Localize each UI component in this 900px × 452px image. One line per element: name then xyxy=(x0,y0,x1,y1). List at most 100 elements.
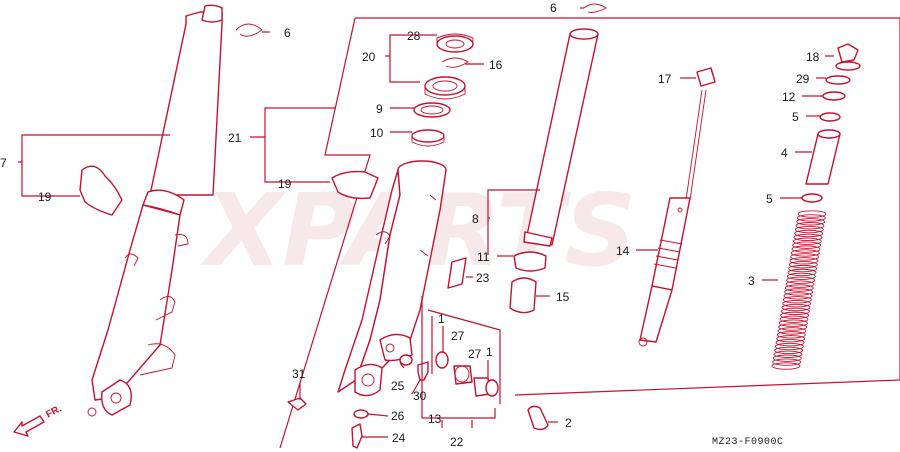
spring-coil xyxy=(773,350,803,358)
callout-25: 25 xyxy=(391,379,405,393)
spring-coil xyxy=(783,292,813,300)
spring-coil xyxy=(772,358,802,366)
spacer-4 xyxy=(805,129,841,185)
callout-1-left: 1 xyxy=(438,312,445,326)
callout-14: 14 xyxy=(616,244,630,258)
spring-coil xyxy=(775,338,805,347)
fork-cover-19-mid xyxy=(331,170,379,200)
spring-coil xyxy=(787,268,817,277)
callout-31: 31 xyxy=(292,367,306,381)
fork-spring-3 xyxy=(771,210,827,370)
axle-collar-group xyxy=(435,351,549,431)
plate-23 xyxy=(447,257,467,289)
spring-coil xyxy=(794,229,824,238)
callout-2: 2 xyxy=(565,416,572,430)
washer-12 xyxy=(822,91,846,101)
spring-coil xyxy=(792,241,822,249)
spring-coil xyxy=(786,272,816,281)
spring-coil xyxy=(779,315,809,323)
callout-10: 10 xyxy=(370,126,384,140)
spring-coil xyxy=(772,354,802,362)
spring-coil xyxy=(771,362,801,370)
callout-29: 29 xyxy=(796,72,810,86)
callout-30: 30 xyxy=(413,389,427,403)
spring-coil xyxy=(776,335,806,343)
callout-6-left: 6 xyxy=(284,26,291,40)
washer-25 xyxy=(399,354,413,366)
circlip-6-left xyxy=(235,23,263,37)
leader-lines xyxy=(18,7,834,438)
spring-coil xyxy=(774,346,804,355)
callout-13: 13 xyxy=(428,412,442,426)
callout-17: 17 xyxy=(658,72,672,86)
seat-5-top xyxy=(819,112,841,122)
bolt-31 xyxy=(287,397,307,411)
spring-coil xyxy=(786,276,816,284)
front-direction-arrow: FR. xyxy=(13,403,64,437)
callout-15: 15 xyxy=(556,290,570,304)
back-up-ring-9 xyxy=(413,102,451,118)
spring-coil xyxy=(790,253,820,261)
callout-19-mid: 19 xyxy=(278,177,292,191)
callout-9: 9 xyxy=(376,102,383,116)
spring-coil xyxy=(792,237,822,245)
callout-11: 11 xyxy=(477,250,490,264)
spring-coil xyxy=(791,245,821,253)
oil-seal-20 xyxy=(424,76,466,100)
callout-6-top: 6 xyxy=(550,1,557,15)
spring-coil xyxy=(778,319,808,327)
callout-16: 16 xyxy=(489,58,503,72)
assembled-fork-left xyxy=(87,4,223,417)
spring-coil xyxy=(781,303,811,312)
spring-coil xyxy=(797,210,827,218)
callout-3: 3 xyxy=(748,274,755,288)
spring-coil xyxy=(774,342,804,351)
nut-17 xyxy=(696,67,716,87)
fork-cover-19-left xyxy=(79,165,123,216)
callout-12: 12 xyxy=(782,90,796,104)
spring-coil xyxy=(776,331,806,339)
callout-1-right: 1 xyxy=(486,345,493,359)
spring-coil xyxy=(778,323,808,331)
direction-label: FR. xyxy=(44,403,64,420)
callout-27-right: 27 xyxy=(468,347,482,361)
callout-4: 4 xyxy=(781,146,788,160)
callout-labels: 6 7 19 28 20 16 9 10 21 19 6 8 11 23 15 … xyxy=(0,1,820,449)
callout-5-bottom: 5 xyxy=(766,192,773,206)
spring-coil xyxy=(782,299,812,308)
fork-pipe-8 xyxy=(523,28,599,247)
spring-coil xyxy=(789,257,819,265)
diagram-code: MZ23-F0900C xyxy=(712,437,784,448)
callout-23: 23 xyxy=(476,271,490,285)
spring-coil xyxy=(796,214,826,222)
circlip-6-top xyxy=(583,3,607,13)
callout-19-left: 19 xyxy=(38,190,52,204)
spring-coil xyxy=(796,218,826,226)
slider-bushing-10 xyxy=(411,129,445,147)
spring-coil xyxy=(793,233,823,242)
callout-21: 21 xyxy=(228,131,242,145)
spring-coil xyxy=(790,249,820,257)
callout-27-left: 27 xyxy=(451,329,465,343)
spring-coil xyxy=(794,225,824,234)
spring-coil xyxy=(782,296,812,304)
fork-bottom-case xyxy=(337,160,447,397)
callout-18: 18 xyxy=(806,50,820,64)
spring-coil xyxy=(795,222,825,230)
assembly-frame xyxy=(279,17,900,449)
fork-bolt-18 xyxy=(835,43,861,71)
bolt-30 xyxy=(417,361,429,381)
spring-coil xyxy=(788,264,818,273)
seat-5-bottom xyxy=(801,193,823,203)
callout-22: 22 xyxy=(450,435,464,449)
bolt-24 xyxy=(351,423,363,449)
callout-24: 24 xyxy=(392,431,406,445)
oil-lock-piece-15 xyxy=(509,277,537,314)
washer-26 xyxy=(353,409,369,419)
spring-coil xyxy=(777,327,807,335)
spring-coil xyxy=(780,311,810,319)
damper-rod-14 xyxy=(638,89,707,347)
spring-coil xyxy=(784,284,814,292)
